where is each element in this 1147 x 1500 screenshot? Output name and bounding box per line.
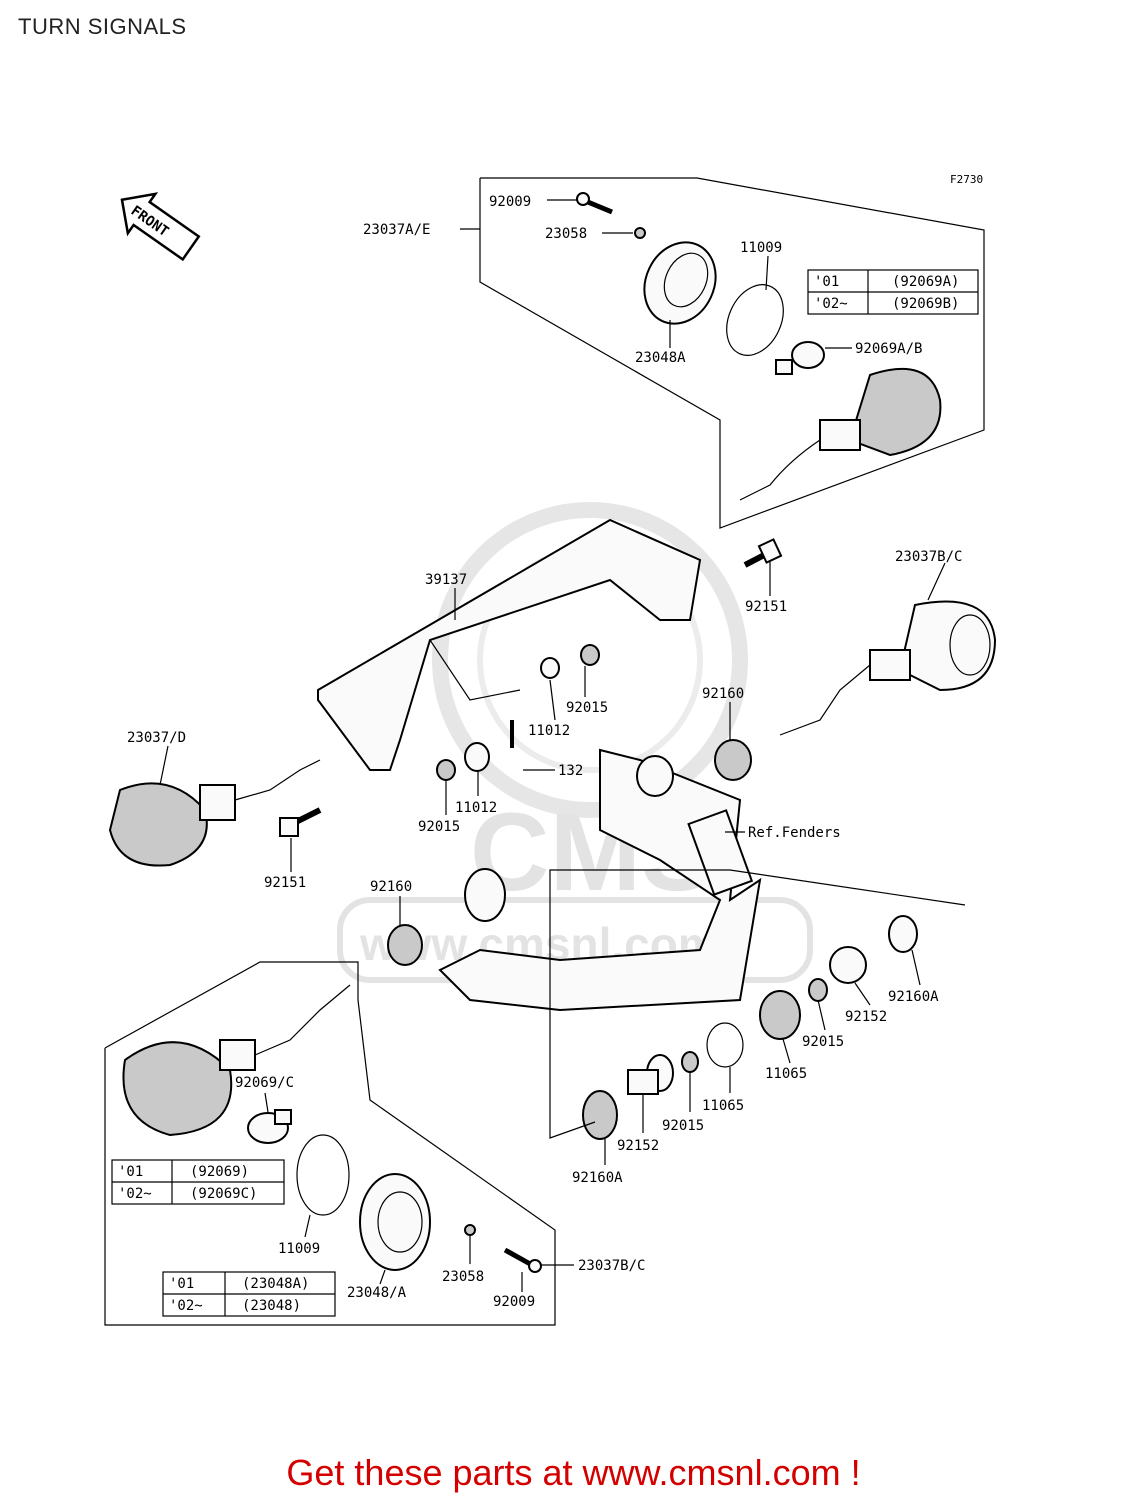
label-92151-left: 92151 <box>264 875 306 891</box>
label-ref-fenders: Ref.Fenders <box>748 825 841 841</box>
footer-promo-link[interactable]: Get these parts at www.cmsnl.com ! <box>286 1452 861 1493</box>
ring-11065-bottom <box>706 1022 744 1068</box>
turn-signal-top-right <box>739 367 942 501</box>
ring-11009-bottom <box>296 1134 350 1216</box>
label-11012-bottom: 11012 <box>455 800 497 816</box>
leader-lines-frame <box>549 869 966 1139</box>
assembly-outline-bottom <box>104 961 556 1326</box>
figure-code: F2730 <box>950 173 983 186</box>
label-39137: 39137 <box>425 572 467 588</box>
table-mid-r1c1: '01 <box>118 1164 143 1180</box>
label-23037bc-bottom: 23037B/C <box>578 1258 645 1274</box>
label-11009-bottom: 11009 <box>278 1241 320 1257</box>
table-top-r1c2: (92069A) <box>892 274 959 290</box>
bulb-92069c <box>247 1109 292 1144</box>
lens-23048-bottom <box>359 1173 431 1271</box>
table-bottom-r2c2: (23048) <box>242 1298 301 1314</box>
bulb-92069ab <box>775 341 825 375</box>
parts-table-top: '01 (92069A) '02~ (92069B) <box>807 269 979 315</box>
bolt-92151-left <box>279 807 322 837</box>
lens-23048a <box>643 241 717 325</box>
turn-signal-right <box>779 600 997 736</box>
leader-lines <box>159 199 946 1292</box>
nut-92015-top <box>580 644 600 666</box>
table-mid-r1c2: (92069) <box>190 1164 249 1180</box>
fender-frame <box>438 748 762 1012</box>
collar-92152-bottom <box>627 1054 674 1095</box>
label-92152-bottom: 92152 <box>617 1138 659 1154</box>
nut-92015-bottom <box>681 1051 699 1073</box>
table-mid-r2c1: '02~ <box>118 1186 152 1202</box>
label-23037d: 23037/D <box>127 730 186 746</box>
table-mid-r2c2: (92069C) <box>190 1186 257 1202</box>
bolt-92151-right <box>743 538 783 568</box>
label-11065-bottom: 11065 <box>702 1098 744 1114</box>
label-11065-right: 11065 <box>765 1066 807 1082</box>
nut-23058-bottom <box>464 1224 476 1236</box>
label-11012-top: 11012 <box>528 723 570 739</box>
label-11009-top: 11009 <box>740 240 782 256</box>
label-92015-left: 92015 <box>418 819 460 835</box>
parts-table-mid: '01 (92069) '02~ (92069C) <box>111 1159 285 1205</box>
label-92015-right: 92015 <box>802 1034 844 1050</box>
label-23048a: 23048A <box>635 350 686 366</box>
table-top-r2c1: '02~ <box>814 296 848 312</box>
label-23058-top: 23058 <box>545 226 587 242</box>
label-92009-bottom: 92009 <box>493 1294 535 1310</box>
nut-92015-right <box>808 978 828 1002</box>
parts-table-bottom: '01 (23048A) '02~ (23048) <box>162 1271 336 1317</box>
label-92160-left: 92160 <box>370 879 412 895</box>
label-23048a-bottom: 23048/A <box>347 1285 407 1301</box>
label-92160A-right: 92160A <box>888 989 939 1005</box>
grommet-92160A-bottom <box>582 1090 618 1140</box>
bracket-39137 <box>317 518 702 771</box>
turn-signal-bottom-left <box>122 984 351 1137</box>
grommet-92160-left <box>387 924 423 966</box>
label-132: 132 <box>558 763 583 779</box>
label-23058-bottom: 23058 <box>442 1269 484 1285</box>
collar-92152-right <box>829 946 867 984</box>
ring-11009-top <box>726 284 784 356</box>
assembly-outline-top <box>479 177 985 529</box>
label-23037bc-top: 23037B/C <box>895 549 962 565</box>
spacer-11012-top <box>540 657 560 679</box>
turn-signal-left <box>108 759 321 867</box>
label-92160-right: 92160 <box>702 686 744 702</box>
spacer-11012-bottom <box>464 742 490 772</box>
grommet-92160-right <box>714 739 752 781</box>
table-bottom-r2c1: '02~ <box>169 1298 203 1314</box>
parts-diagram: CMS www.cmsnl.com FRONT F2730 '01 (92069… <box>104 173 997 1326</box>
screw-92009-bottom <box>503 1247 542 1273</box>
table-bottom-r1c2: (23048A) <box>242 1276 309 1292</box>
label-92069c: 92069/C <box>235 1075 294 1091</box>
cap-11065-right <box>759 990 801 1040</box>
label-92152-right: 92152 <box>845 1009 887 1025</box>
front-arrow-icon: FRONT <box>120 192 201 262</box>
screw-92009-top <box>576 192 613 215</box>
table-top-r1c1: '01 <box>814 274 839 290</box>
page-title: TURN SIGNALS <box>18 14 187 39</box>
label-92160A-bottom: 92160A <box>572 1170 623 1186</box>
label-92009-top: 92009 <box>489 194 531 210</box>
label-92015-top: 92015 <box>566 700 608 716</box>
table-top-r2c2: (92069B) <box>892 296 959 312</box>
label-92015-bottom: 92015 <box>662 1118 704 1134</box>
nut-23058-top <box>634 227 646 239</box>
nut-92015-left <box>436 759 456 781</box>
label-92069ab: 92069A/B <box>855 341 922 357</box>
label-23037ae: 23037A/E <box>363 222 430 238</box>
label-92151-right: 92151 <box>745 599 787 615</box>
table-bottom-r1c1: '01 <box>169 1276 194 1292</box>
grommet-92160A-right <box>888 915 918 953</box>
